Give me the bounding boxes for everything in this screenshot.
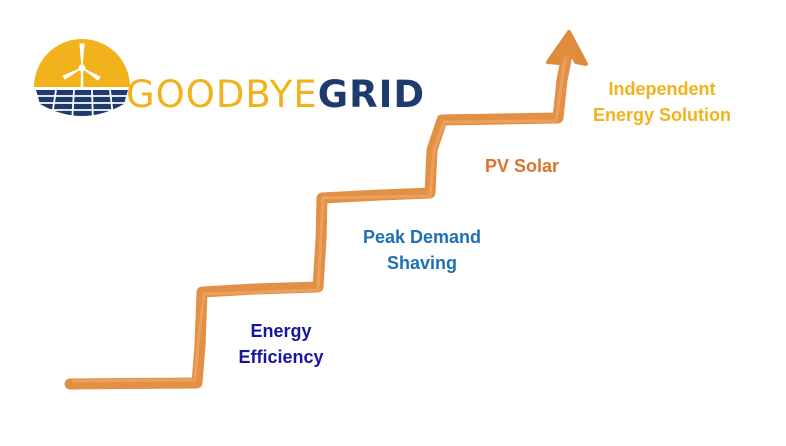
step-label-energy-efficiency: Energy Efficiency <box>221 318 341 370</box>
logo-word-grid: GRID <box>317 73 426 116</box>
logo-mark <box>34 39 130 123</box>
wind-turbine-icon <box>62 43 101 87</box>
step-label-line: Independent <box>608 79 716 99</box>
solar-panel-icon <box>35 89 129 123</box>
step-label-line: Energy Solution <box>592 105 731 125</box>
step-label-line: Shaving <box>386 253 457 273</box>
step-label-independent-energy-solution: Independent Energy Solution <box>578 76 746 128</box>
step-label-line: Energy <box>250 321 312 341</box>
arrow-head-icon <box>546 30 588 66</box>
step-label-pv-solar: PV Solar <box>466 153 578 179</box>
step-label-peak-demand-shaving: Peak Demand Shaving <box>346 224 498 276</box>
step-label-line: Peak Demand <box>362 227 482 247</box>
step-label-line: PV Solar <box>484 156 560 176</box>
step-label-line: Efficiency <box>238 347 324 367</box>
staircase-line-highlight <box>72 50 568 383</box>
logo-word-goodbye: GOODBYE <box>126 73 318 116</box>
logo-wordmark: GOODBYEGRID <box>126 76 425 113</box>
